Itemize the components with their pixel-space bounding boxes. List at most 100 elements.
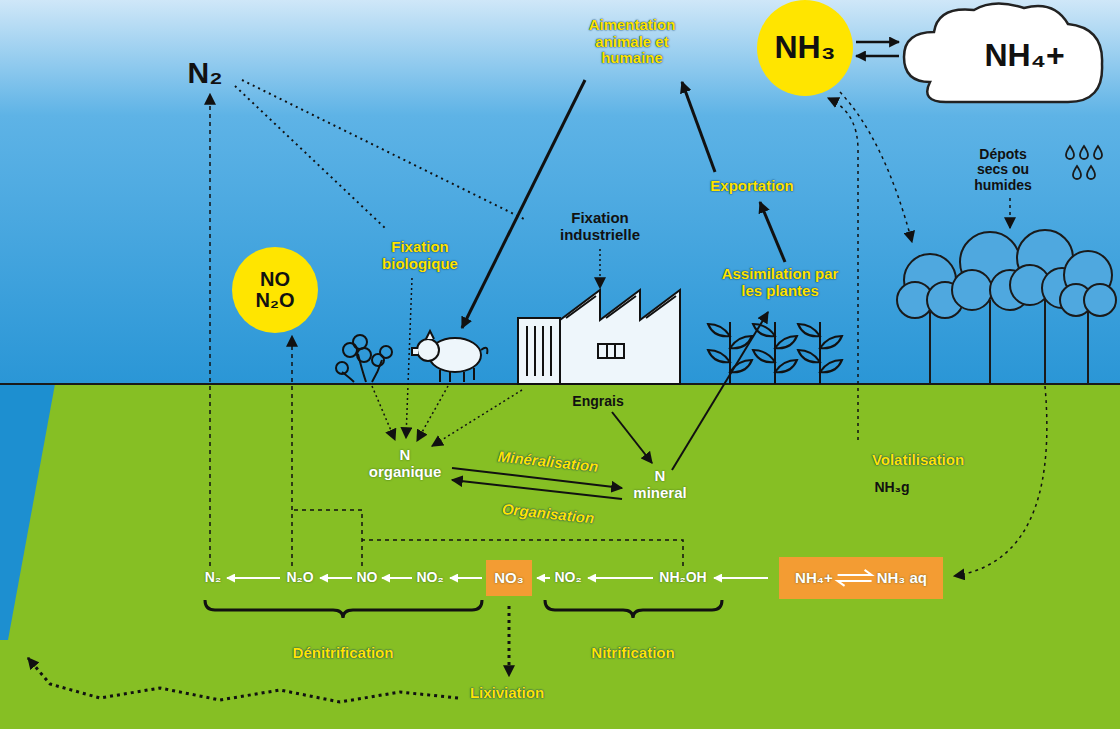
factory-hall — [560, 290, 680, 384]
dotted-arrow — [372, 386, 395, 440]
flow-label: Dépots secs ou humides — [963, 147, 1043, 193]
plant-stem — [819, 322, 821, 384]
organisation-arrow — [452, 480, 622, 499]
cloud-shape: NH₄+ — [902, 2, 1107, 110]
rain-drops — [1066, 146, 1102, 179]
molecule-label: N₂ — [205, 570, 221, 585]
clover-plant — [336, 335, 392, 382]
tree-trunk — [989, 300, 991, 384]
node-text: NO₃ — [494, 570, 523, 586]
factory — [518, 290, 680, 384]
plant-leaf — [820, 360, 842, 372]
emission-line — [292, 510, 362, 566]
brace — [205, 600, 482, 618]
nitrate-box: NO₃ — [486, 560, 531, 596]
plant-leaf — [753, 350, 775, 362]
soil — [0, 384, 1120, 729]
forward-arrow — [838, 570, 872, 575]
reaction-arrow — [714, 577, 768, 579]
brace — [545, 600, 722, 618]
factory-roof — [566, 296, 676, 318]
molecule-label: N₂ — [188, 56, 223, 89]
clover-leaf — [380, 346, 392, 358]
plant-stem — [774, 322, 776, 384]
factory-stripes — [527, 326, 551, 376]
tree-trunk — [929, 312, 931, 384]
clover-leaf — [353, 335, 367, 349]
clover-leaf — [343, 343, 357, 357]
node-text: NH₄+ — [795, 570, 833, 586]
node-text: NH₄+ — [984, 39, 1064, 73]
rain-drop — [1087, 166, 1095, 179]
soil-flows — [210, 94, 768, 566]
circle-fill — [232, 247, 318, 333]
molecule-label: NO₂ — [416, 570, 443, 585]
plant-leaf — [775, 360, 797, 372]
ammonium-box: NH₄+ NH₃ aq — [779, 557, 943, 599]
dotted-arrow — [417, 386, 448, 441]
assimilation-arrow — [760, 202, 785, 262]
dotted-arrow — [599, 249, 601, 288]
pig — [412, 331, 487, 382]
process-label: Dénitrification — [293, 645, 394, 662]
rain-drop — [1080, 146, 1088, 159]
fertiliser-arrow — [612, 412, 652, 463]
clover-stem — [342, 354, 382, 382]
dotted-line — [242, 80, 526, 220]
tree-trunk — [1044, 296, 1046, 384]
water — [0, 384, 55, 640]
molecule-label: N₂O — [286, 570, 313, 585]
flow-label: Exportation — [710, 178, 793, 195]
braces — [28, 600, 722, 702]
flow-label: Assimilation par les plantes — [719, 266, 841, 299]
node-text: NH₃ — [774, 31, 835, 65]
process-label: Nitrification — [591, 645, 674, 662]
gas-circle: NON₂O — [232, 247, 318, 333]
plant-leaf — [798, 324, 820, 336]
rain-drop — [1094, 146, 1102, 159]
plant-leaf — [820, 336, 842, 348]
flow-label: Fixation biologique — [370, 239, 470, 272]
node-text: NO — [260, 269, 290, 290]
deposit-arrow — [1009, 198, 1011, 228]
plant-leaf — [798, 350, 820, 362]
deposit-arrow — [840, 92, 912, 242]
rain-drop — [1073, 166, 1081, 179]
leaching-arrow — [508, 606, 511, 676]
dotted-arrow — [406, 278, 412, 438]
molecule-label: NH₂OH — [659, 570, 706, 585]
pool-label: N mineral — [630, 468, 690, 501]
reaction-arrow — [450, 577, 482, 579]
process-label: Lixiviation — [470, 685, 544, 702]
input-label: Engrais — [572, 394, 623, 409]
flow-label: Aimentation animale et humaine — [577, 17, 687, 67]
pool-label: N organique — [366, 447, 444, 480]
equilibrium-arrow — [856, 41, 899, 44]
emission-arrow — [291, 336, 293, 566]
dotted-line — [235, 86, 385, 228]
pig-legs — [440, 368, 474, 382]
molecule-label: NO — [357, 570, 378, 585]
reaction-arrow — [537, 577, 550, 579]
runoff-arrow — [28, 658, 458, 702]
node-text: NH₃ aq — [877, 570, 927, 586]
plant-leaf — [708, 350, 730, 362]
reaction-arrow — [588, 577, 653, 579]
rain-drop — [1066, 146, 1074, 159]
export-arrow — [682, 82, 715, 172]
pig-head — [417, 339, 439, 361]
flow-label: Fixation industrielle — [550, 210, 650, 243]
pig-snout — [412, 348, 418, 355]
equilibrium-arrow — [856, 55, 899, 58]
gas-circle: NH₃ — [757, 0, 853, 96]
emission-arrow — [209, 94, 211, 566]
tree-trunk — [1087, 310, 1089, 384]
pig-ear — [426, 331, 434, 339]
tree-canopy — [952, 270, 992, 310]
crop-plant — [753, 322, 797, 384]
reverse-arrow — [838, 581, 872, 586]
process-label: Volatilisation — [872, 452, 964, 469]
deposit-arrow — [954, 386, 1047, 576]
